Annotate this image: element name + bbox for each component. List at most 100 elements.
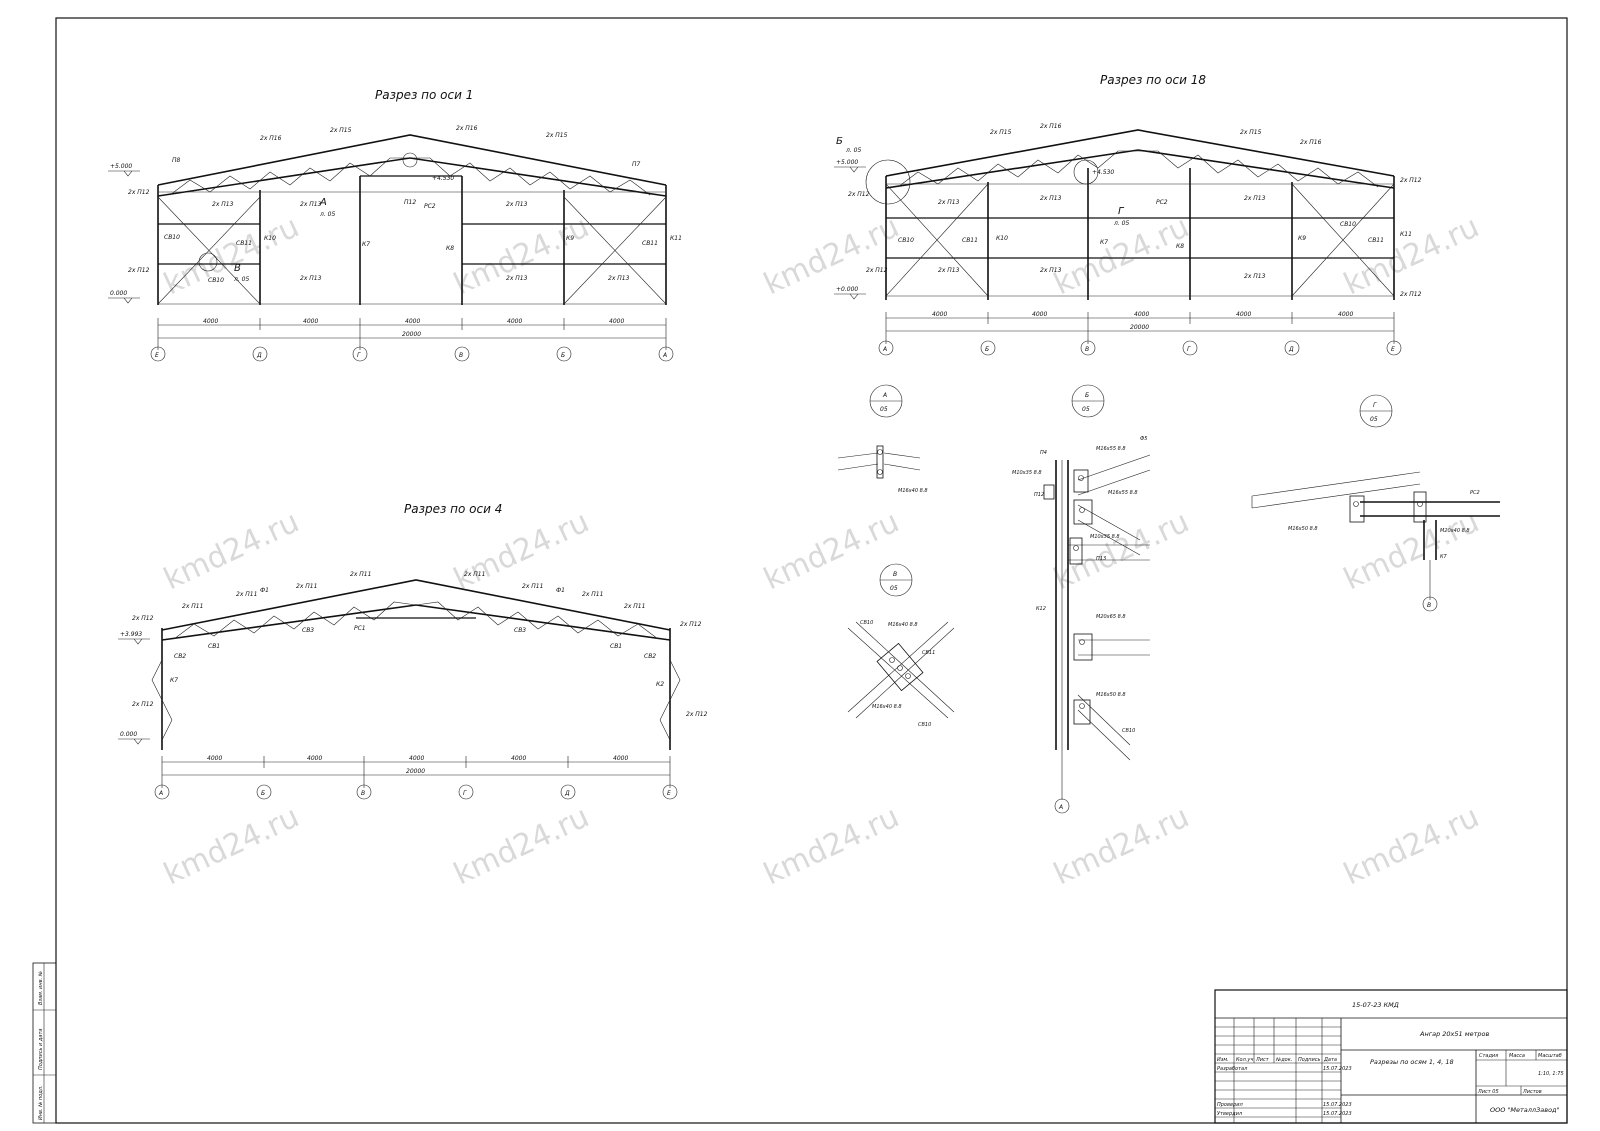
axis-label: Д (1288, 346, 1294, 353)
callout: 2х П11 (296, 583, 317, 590)
callout: РС2 (1470, 490, 1480, 496)
detail-a: А 05 М16х40 8.8 (837, 384, 928, 494)
side-stamp-replace: Взам. инв. № (38, 971, 44, 1005)
callout: СВ3 (514, 627, 526, 634)
detail-ref: л. 05 (845, 147, 861, 154)
detail-sheet: 05 (880, 406, 888, 413)
callout: К10 (264, 235, 276, 242)
stamp-header: Подпись (1298, 1057, 1321, 1063)
callout: 2х П12 (866, 267, 888, 274)
watermark: kmd24.ru (159, 209, 305, 302)
sheet-frame (55, 17, 1568, 1124)
callout: 2х П13 (300, 275, 322, 282)
stamp-date: 15.07.2023 (1323, 1111, 1352, 1117)
dim-bay: 4000 (303, 318, 318, 325)
callout: 2х П13 (212, 201, 234, 208)
elevation-4530: +4.530 (432, 175, 454, 182)
callout: СВ10 (1340, 221, 1356, 228)
callout: СВ1 (610, 643, 622, 650)
callout: 2х П16 (260, 135, 282, 142)
stamp-date: 15.07.2023 (1323, 1102, 1352, 1108)
stamp-sheets: Листов (1522, 1089, 1542, 1095)
watermark: kmd24.ru (759, 209, 905, 302)
bolt-callout: М10х35 8.8 (1012, 470, 1042, 476)
stamp-role: Утвердил (1217, 1111, 1243, 1117)
dim-bay: 4000 (932, 311, 947, 318)
callout: К7 (362, 241, 370, 248)
callout: СВ11 (642, 240, 658, 247)
callout: 2х П12 (1400, 177, 1422, 184)
axis-label: Д (256, 352, 262, 359)
watermark: kmd24.ru (1339, 209, 1485, 302)
callout: 2х П13 (1244, 273, 1266, 280)
callout: 2х П15 (546, 132, 568, 139)
axis-label: А (1058, 804, 1063, 811)
stamp-col-stage: Стадия (1479, 1053, 1498, 1059)
callout: К8 (446, 245, 454, 252)
callout: СВ10 (918, 722, 931, 728)
callout: СВ11 (1368, 237, 1384, 244)
callout: П7 (632, 161, 641, 168)
callout: П12 (1034, 492, 1044, 498)
section-title: Разрез по оси 18 (1100, 73, 1206, 87)
stamp-col-scale: Масштаб (1538, 1053, 1562, 1059)
axis-label: А (662, 352, 667, 359)
bolt-callout: М16х50 8.8 (1096, 692, 1126, 698)
stamp-role: Разработал (1217, 1066, 1248, 1072)
axis-label: Е (155, 352, 159, 359)
callout: 2х П16 (1300, 139, 1322, 146)
section-axis-18: Разрез по оси 18 +5.000 +0.000 +4.530 Б … (834, 73, 1422, 356)
callout: 2х П16 (456, 125, 478, 132)
axis-label: Е (1391, 346, 1395, 353)
callout: 2х П12 (128, 267, 150, 274)
dim-bay: 4000 (613, 755, 628, 762)
watermark: kmd24.ru (1049, 504, 1195, 597)
axis-label: Е (667, 790, 671, 797)
bolt-callout: М16х40 8.8 (888, 622, 918, 628)
dim-total: 20000 (1130, 324, 1149, 331)
dim-bay: 4000 (1338, 311, 1353, 318)
callout: 2х П11 (582, 591, 603, 598)
elevation-top: +5.000 (110, 163, 132, 170)
callout: СВ2 (174, 653, 186, 660)
callout: 2х П12 (128, 189, 150, 196)
stamp-role: Проверил (1217, 1102, 1243, 1108)
axis-label: В (1427, 602, 1431, 609)
detail-sheet: 05 (890, 585, 898, 592)
dim-bay: 4000 (1032, 311, 1047, 318)
axis-label: А (158, 790, 163, 797)
axis-label: А (882, 346, 887, 353)
stamp-date: 15.07.2023 (1323, 1066, 1352, 1072)
callout: 2х П13 (938, 267, 960, 274)
callout: РС2 (1156, 199, 1168, 206)
callout: СВ3 (302, 627, 314, 634)
watermark: kmd24.ru (759, 799, 905, 892)
callout: К12 (1036, 606, 1046, 612)
detail-letter: Г (1373, 402, 1377, 409)
callout: К9 (1298, 235, 1306, 242)
axis-label: Б (261, 790, 265, 797)
title-block: 15-07-23 КМД Ангар 20х51 метров Разрезы … (1214, 989, 1568, 1124)
stamp-col-mass: Масса (1509, 1053, 1525, 1059)
detail-mark-a: А (319, 197, 327, 208)
callout: 2х П12 (132, 615, 154, 622)
dim-bay: 4000 (1134, 311, 1149, 318)
callout: 2х П15 (1240, 129, 1262, 136)
watermark: kmd24.ru (449, 799, 595, 892)
watermark: kmd24.ru (1049, 799, 1195, 892)
dim-bay: 4000 (609, 318, 624, 325)
callout: СВ2 (644, 653, 656, 660)
elevation-3993: +3.993 (120, 631, 142, 638)
watermark: kmd24.ru (449, 209, 595, 302)
callout: 2х П12 (132, 701, 154, 708)
callout: СВ11 (922, 650, 935, 656)
detail-ref: л. 05 (233, 276, 249, 283)
callout: П13 (1096, 556, 1106, 562)
callout: СВ10 (898, 237, 914, 244)
stamp-scale: 1:10, 1:75 (1538, 1071, 1564, 1077)
detail-g: Г 05 РС2 М16х50 8.8 М20х40 8.8 К7 В (1251, 394, 1500, 612)
callout: СВ10 (860, 620, 873, 626)
stamp-project: Ангар 20х51 метров (1419, 1030, 1490, 1038)
callout: 2х П12 (848, 191, 870, 198)
